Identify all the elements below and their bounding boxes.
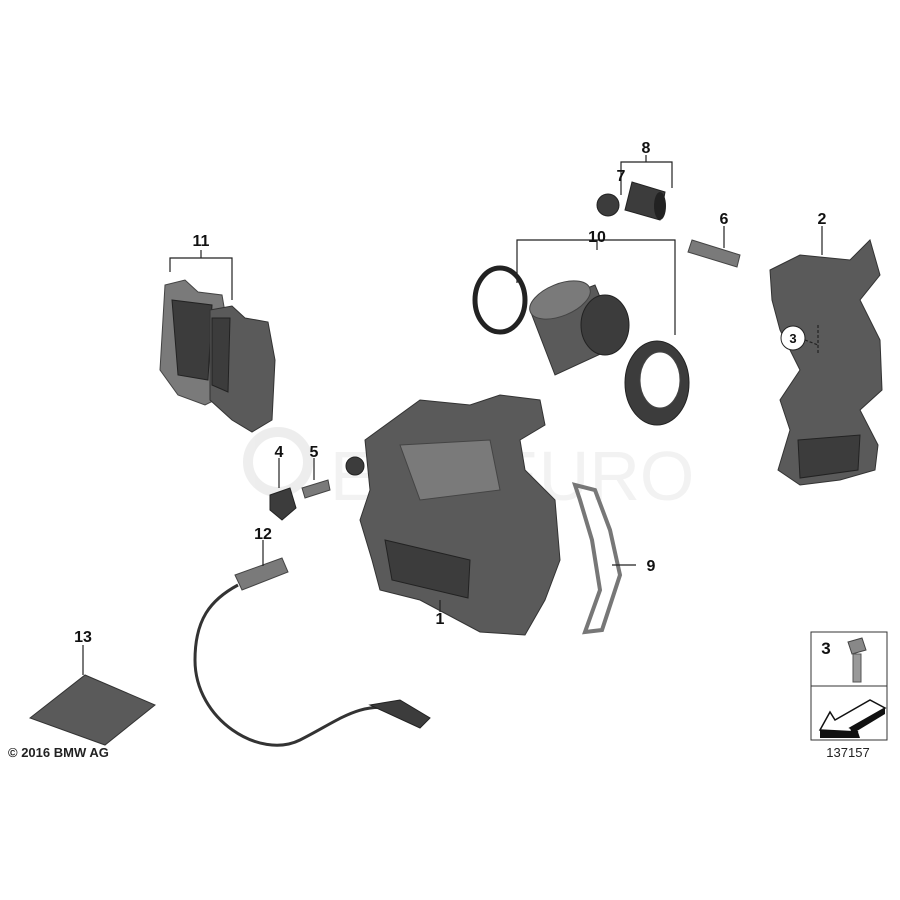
callout-7: 7 [617, 168, 626, 185]
callout-10: 10 [588, 229, 606, 246]
callout-6: 6 [720, 211, 729, 228]
leader-11 [169, 250, 233, 300]
callout-11: 11 [193, 233, 210, 250]
copyright-text: © 2016 BMW AG [8, 745, 109, 760]
leader-8 [620, 155, 673, 195]
guide-bushing-boot [596, 181, 666, 221]
caliper-carrier [769, 239, 883, 486]
callout-13: 13 [74, 629, 92, 646]
leader-10 [516, 239, 676, 335]
callout-1: 1 [436, 611, 445, 628]
bleeder-cap-screw [269, 479, 331, 521]
anti-rattle-spring [571, 482, 623, 635]
brake-pads [159, 279, 276, 433]
grease-packet [28, 674, 156, 746]
arrow-icon [818, 699, 887, 738]
guide-pin [687, 239, 741, 268]
callout-2: 2 [818, 211, 827, 228]
brake-caliper [345, 394, 561, 636]
brake-wear-sensor [193, 557, 431, 747]
callout-5: 5 [310, 444, 319, 461]
callout-9: 9 [647, 558, 656, 575]
bolt-icon [847, 637, 867, 683]
callout-12: 12 [254, 526, 272, 543]
piston-seal-kit [472, 265, 690, 426]
callout-3-circle [780, 325, 806, 351]
diagram-id: 137157 [826, 745, 869, 760]
legend-part-number: 3 [821, 639, 830, 658]
callout-4: 4 [275, 444, 284, 461]
leader-3 [804, 325, 819, 355]
leader-4-5 [278, 458, 315, 488]
legend-box: 3 [810, 631, 888, 741]
callout-3: 3 [789, 331, 796, 346]
callout-8: 8 [642, 140, 651, 157]
